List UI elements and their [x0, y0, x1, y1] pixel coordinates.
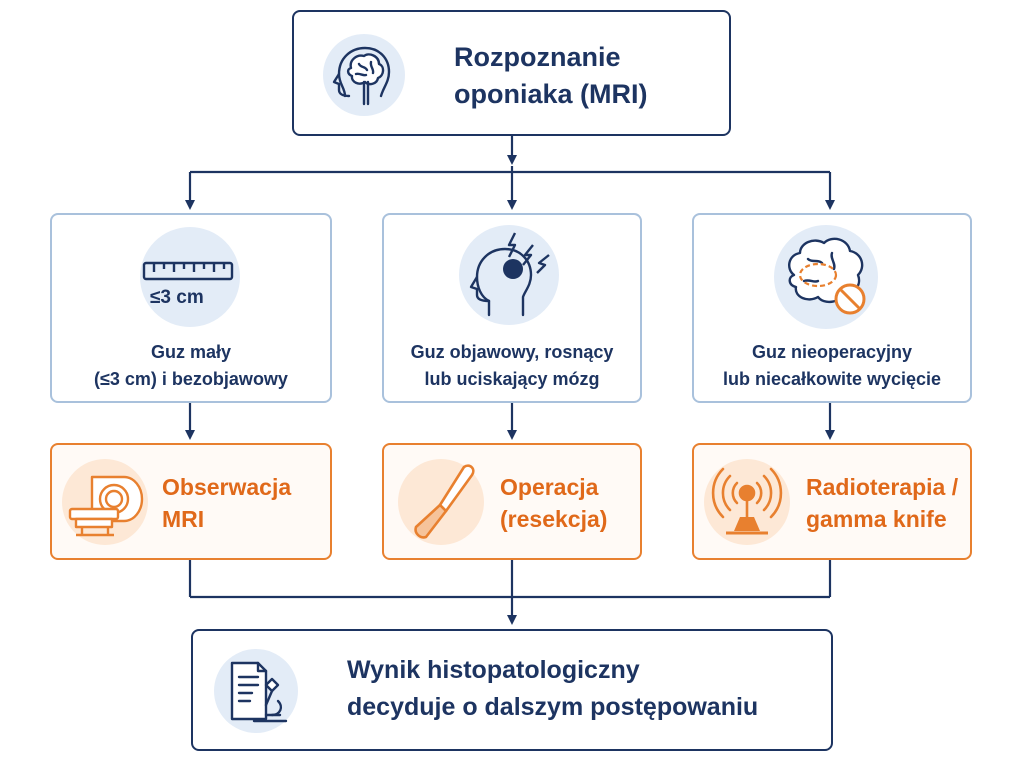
diagnosis-box: Rozpoznanie oponiaka (MRI) [292, 10, 731, 136]
condition-box-inoperable: Guz nieoperacyjny lub niecałkowite wycię… [692, 213, 972, 403]
head-lightning-icon [469, 232, 550, 317]
condition-small-tumor-text: Guz mały (≤3 cm) i bezobjawowy [94, 342, 288, 389]
condition-inoperable-text: Guz nieoperacyjny lub niecałkowite wycię… [722, 342, 942, 389]
treatment-observation-text: Obserwacja MRI [162, 474, 292, 532]
treatment-box-observation: Obserwacja MRI [50, 443, 332, 560]
treatment-box-radiotherapy: Radioterapia / gamma knife [692, 443, 972, 560]
condition-symptomatic-text: Guz objawowy, rosnący lub uciskający móz… [410, 342, 614, 389]
head-brain-icon [332, 46, 391, 106]
condition-box-small-tumor: ≤3 cm Guz mały (≤3 cm) i bezobjawowy [50, 213, 332, 403]
result-text: Wynik histopatologiczny decyduje o dalsz… [347, 656, 759, 721]
treatment-box-surgery: Operacja (resekcja) [382, 443, 642, 560]
diagnosis-title: Rozpoznanie oponiaka (MRI) [454, 42, 648, 109]
mri-scanner-icon [68, 475, 144, 537]
ruler-icon-label: ≤3 cm [150, 287, 204, 308]
radiation-icon [711, 467, 783, 535]
report-microscope-icon [230, 661, 288, 723]
condition-box-symptomatic-tumor: Guz objawowy, rosnący lub uciskający móz… [382, 213, 642, 403]
scalpel-icon [414, 464, 475, 539]
ruler-icon-circle [140, 227, 240, 327]
brain-prohibited-icon [788, 237, 866, 315]
treatment-surgery-text: Operacja (resekcja) [500, 474, 608, 532]
treatment-radiotherapy-text: Radioterapia / gamma knife [806, 474, 959, 532]
result-box: Wynik histopatologiczny decyduje o dalsz… [191, 629, 833, 751]
ruler-icon [142, 261, 234, 281]
